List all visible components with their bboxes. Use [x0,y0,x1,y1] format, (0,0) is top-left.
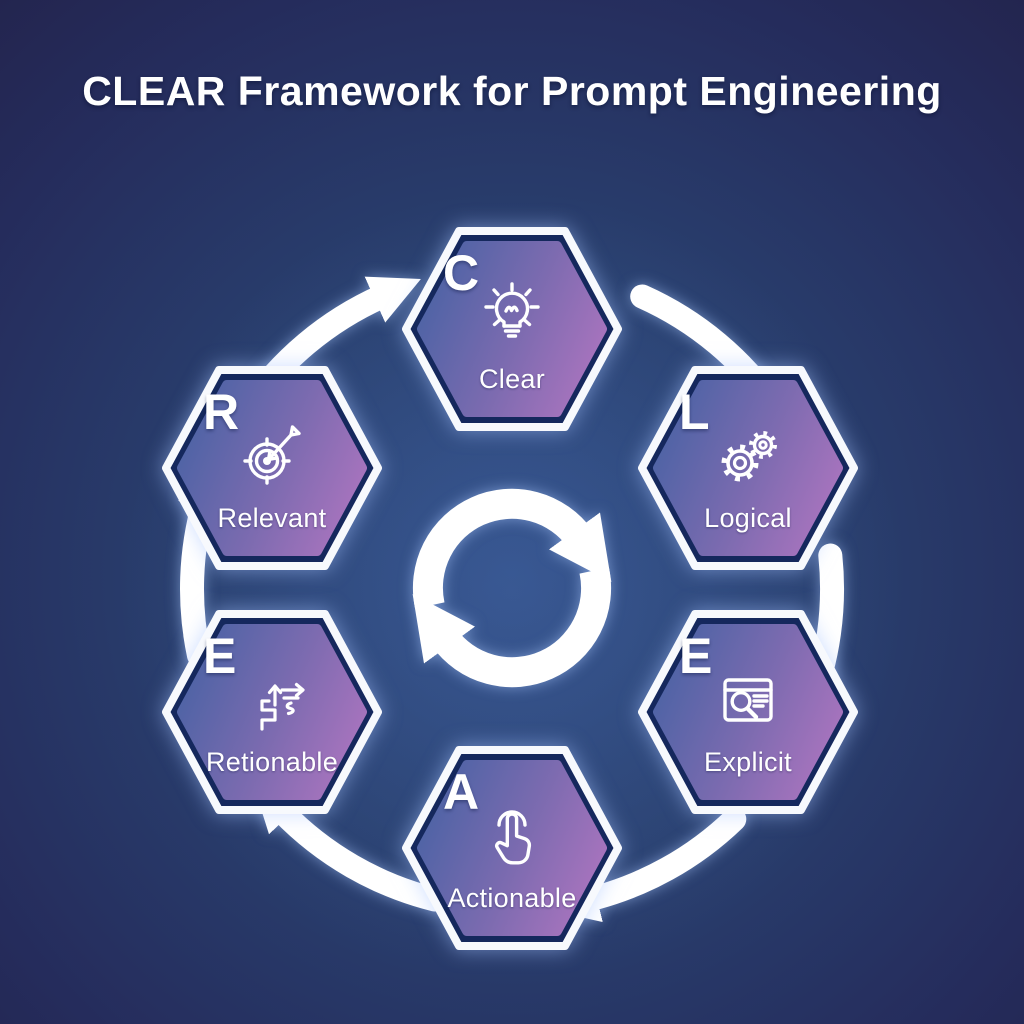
cycle-arrow-bottom [412,567,612,688]
hexagon-retionable: E Retionable [161,609,383,815]
cycle-arrow-top [412,488,612,609]
hexagon-letter: A [443,764,480,820]
hexagon-actionable: A Actionable [401,745,623,951]
hexagon-label: Actionable [447,883,577,913]
hexagon-letter: C [443,245,480,301]
target-icon [243,425,301,485]
hexagon-label: Relevant [217,503,327,533]
flow-arrow-explicit-to-actionable [547,807,747,923]
lightbulb-icon [484,282,540,338]
hexagon-letter: E [203,628,237,684]
hexagon-shape [162,610,382,814]
hexagon-letter: L [679,384,710,440]
hexagon-shape [402,227,622,431]
tap-icon [495,810,532,865]
hexagon-label: Explicit [704,747,792,777]
hexagon-relevant: R Relevant [161,365,383,571]
page-title: CLEAR Framework for Prompt Engineering [82,68,942,114]
gears-icon [721,431,777,482]
hexagon-clear: C Clear [401,226,623,432]
flow-arrow-actionable-to-retionable [252,780,447,912]
hexagon-explicit: E Explicit [637,609,859,815]
cycle-arrows-icon [412,488,612,688]
hexagon-label: Logical [704,503,792,533]
hexagon-label: Clear [478,364,546,394]
document-search-icon [723,678,773,722]
hexagon-logical: L Logical [637,365,859,571]
hexagon-label: Retionable [205,747,339,777]
hexagon-letter: R [203,384,240,440]
zigzag-arrows-icon [260,682,305,731]
hexagon-letter: E [679,628,713,684]
